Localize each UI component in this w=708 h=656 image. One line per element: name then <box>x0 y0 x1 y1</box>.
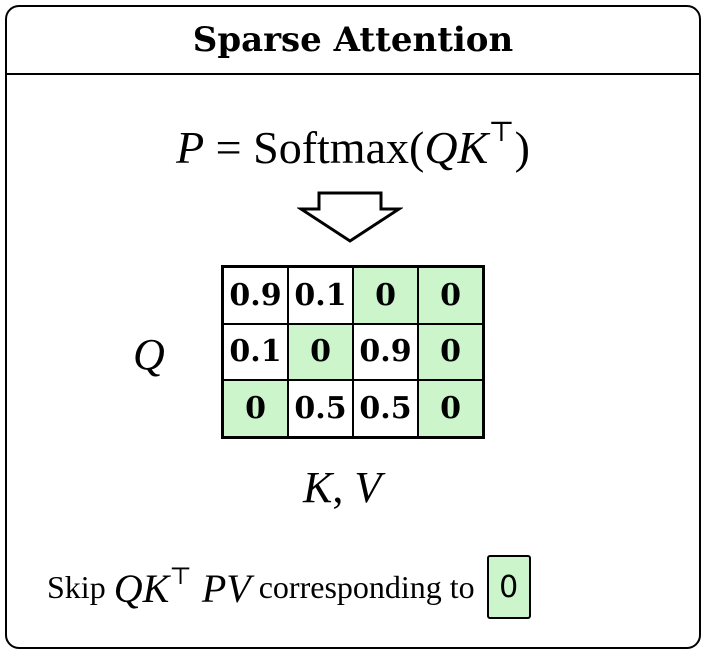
kv-comma: , <box>332 463 355 512</box>
skip-q: Q <box>113 566 143 611</box>
skip-v: V <box>226 566 251 611</box>
matrix-cell: 0 <box>418 380 483 437</box>
softmax-formula: P = Softmax(QK⊤) <box>7 115 699 174</box>
matrix-cell: 0.9 <box>223 267 288 324</box>
formula-equals: = <box>204 122 254 173</box>
matrix-cell: 0.5 <box>353 380 418 437</box>
zero-legend-box: 0 <box>486 555 531 619</box>
matrix-cell: 0 <box>288 323 353 381</box>
key-label: K <box>303 463 333 512</box>
formula-close-paren: ) <box>514 122 530 173</box>
matrix-cell: 0.1 <box>288 267 353 324</box>
skip-p: P <box>201 566 227 611</box>
query-label: Q <box>133 330 165 379</box>
skip-prefix: Skip <box>47 568 106 605</box>
matrix-cell: 0 <box>223 380 288 437</box>
matrix-cell: 0 <box>418 267 483 324</box>
skip-transpose: ⊤ <box>169 564 192 590</box>
skip-formula: QK⊤ PV <box>114 562 251 612</box>
skip-middle: corresponding to <box>258 568 475 605</box>
formula-open-paren: ( <box>409 122 425 173</box>
key-value-label: K, V <box>303 462 381 513</box>
matrix-cell: 0.1 <box>223 323 288 381</box>
formula-softmax: Softmax <box>253 122 410 173</box>
skip-k: K <box>142 566 170 611</box>
formula-p: P <box>176 122 205 173</box>
matrix-cell: 0.5 <box>288 380 353 437</box>
panel-header: Sparse Attention <box>7 7 699 75</box>
matrix-cell: 0 <box>418 323 483 381</box>
skip-note: Skip QK⊤ PV corresponding to 0 <box>47 555 531 619</box>
panel-title: Sparse Attention <box>192 20 514 60</box>
formula-k: K <box>457 122 489 173</box>
matrix-cell: 0.9 <box>353 323 418 381</box>
value-label: V <box>354 463 382 512</box>
down-arrow-icon <box>297 191 403 243</box>
formula-q: Q <box>424 122 458 173</box>
formula-transpose: ⊤ <box>488 117 515 148</box>
matrix-cell: 0 <box>353 267 418 324</box>
